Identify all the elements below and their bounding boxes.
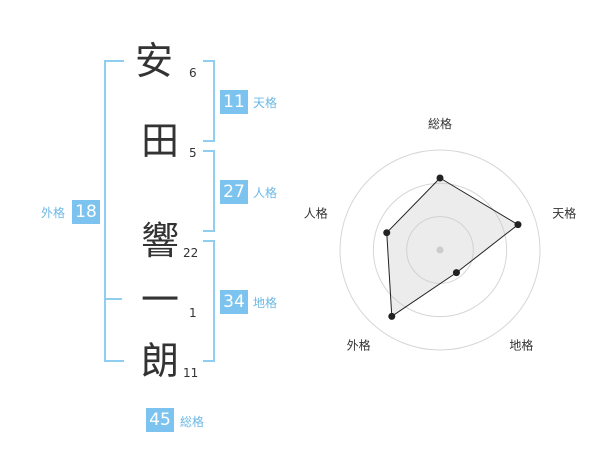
radar-center-dot: [436, 246, 444, 254]
radar-point-5: [383, 229, 391, 237]
name-char-3: 響: [140, 219, 179, 263]
tenkaku-bracket: [203, 60, 215, 142]
radar-point-1: [436, 174, 444, 182]
name-char-4: 一: [140, 278, 179, 322]
name-char-1: 安: [134, 39, 173, 83]
name-char-2: 田: [140, 119, 179, 163]
radar-point-3: [452, 269, 460, 277]
jinkaku-label: 人格: [253, 186, 278, 200]
radar-axis-label-2: 天格: [552, 206, 576, 221]
radar-axis-label-3: 地格: [509, 337, 533, 352]
radar-series-polygon: [386, 177, 519, 318]
outer-bracket: [104, 60, 124, 362]
stroke-count-1: 6: [189, 66, 197, 80]
radar-axis-label-5: 人格: [304, 206, 328, 221]
gaikaku-value: 18: [72, 200, 100, 224]
radar-point-4: [388, 312, 396, 320]
chikaku-value: 34: [220, 290, 248, 314]
gaikaku-label: 外格: [41, 206, 66, 220]
stroke-count-3: 22: [183, 246, 199, 260]
tenkaku-value: 11: [220, 90, 248, 114]
outer-bracket-inner-tick: [104, 298, 122, 300]
radar-ring-2: [372, 182, 508, 318]
radar-axis-label-1: 総格: [428, 116, 452, 131]
stroke-count-4: 1: [189, 306, 197, 320]
soukaku-label: 総格: [180, 415, 205, 429]
name-char-5: 朗: [140, 339, 179, 383]
chikaku-label: 地格: [253, 296, 278, 310]
stroke-count-5: 11: [183, 366, 199, 380]
radar-point-2: [514, 221, 522, 229]
jinkaku-value: 27: [220, 180, 248, 204]
radar-axis-label-4: 外格: [347, 337, 371, 352]
soukaku-value: 45: [146, 408, 174, 432]
radar-ring-3: [339, 149, 541, 351]
tenkaku-label: 天格: [253, 96, 278, 110]
jinkaku-bracket: [203, 150, 215, 232]
chikaku-bracket: [203, 240, 215, 362]
stroke-count-2: 5: [189, 146, 197, 160]
